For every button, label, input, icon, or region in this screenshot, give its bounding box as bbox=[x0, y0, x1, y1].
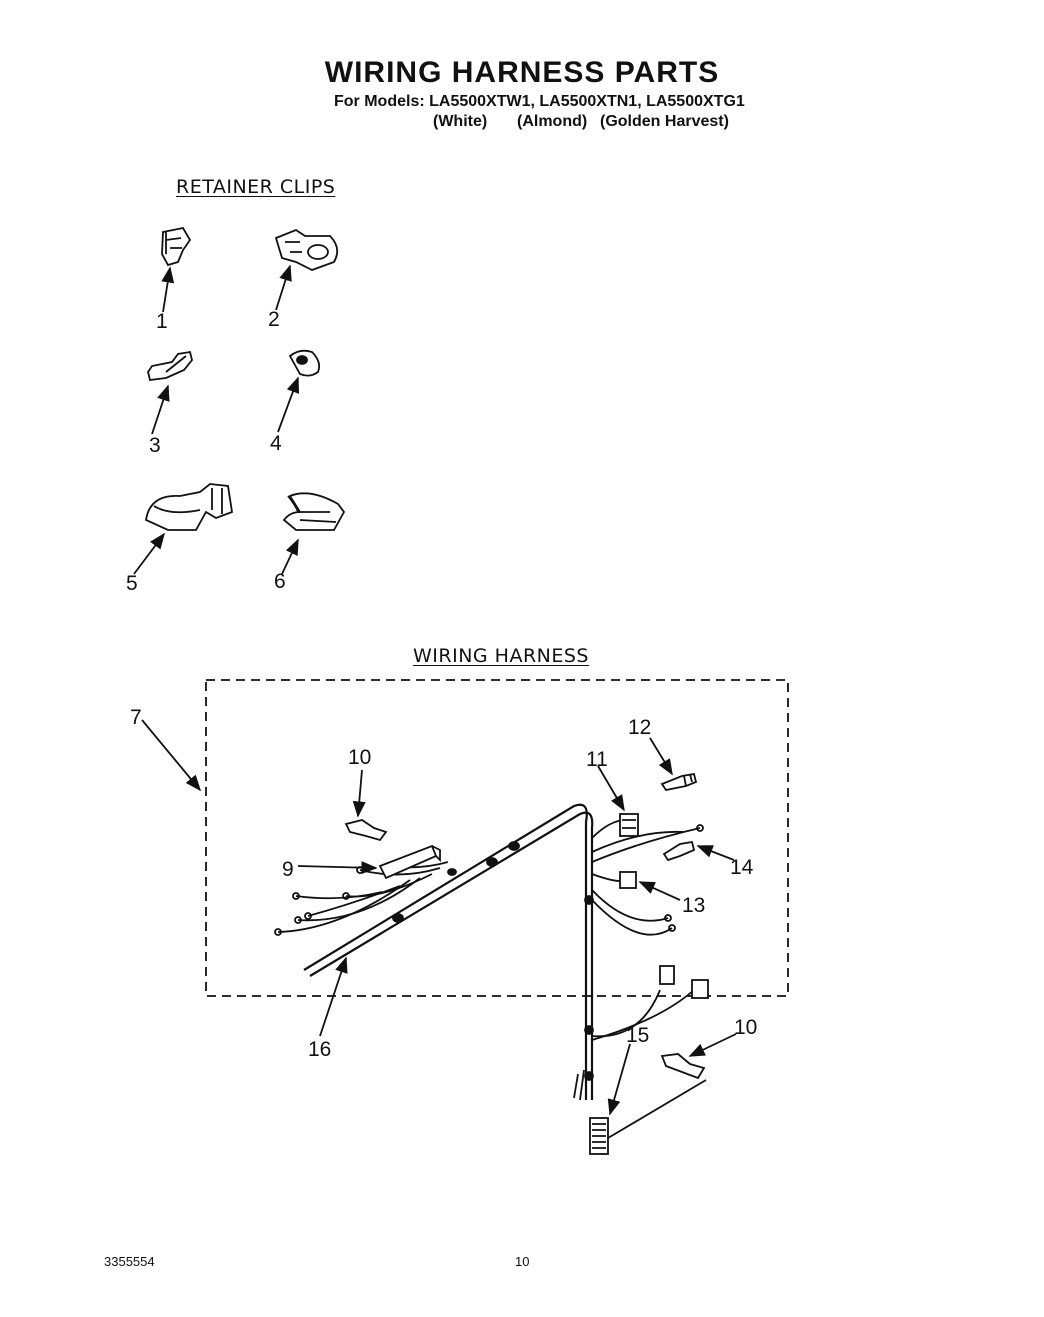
connector-15 bbox=[589, 1079, 707, 1155]
terminal-10-left bbox=[344, 819, 388, 842]
connector-13 bbox=[619, 871, 637, 889]
terminal-10-right bbox=[660, 1053, 706, 1080]
color-white: (White) bbox=[433, 113, 488, 130]
retainer-clip-2 bbox=[274, 228, 339, 271]
harness-box bbox=[205, 679, 789, 997]
models-line: For Models: LA5500XTW1, LA5500XTN1, LA55… bbox=[334, 93, 745, 110]
page-title: WIRING HARNESS PARTS bbox=[324, 56, 720, 89]
wiring-harness-7 bbox=[274, 803, 704, 1101]
callout-12: 12 bbox=[628, 716, 651, 739]
callout-2: 2 bbox=[268, 308, 280, 331]
callout-3: 3 bbox=[149, 434, 161, 457]
callout-15: 15 bbox=[626, 1024, 649, 1047]
retainer-clips-heading: RETAINER CLIPS bbox=[176, 176, 336, 198]
connector-11 bbox=[619, 813, 639, 837]
callout-16: 16 bbox=[308, 1038, 331, 1061]
callout-13: 13 bbox=[682, 894, 705, 917]
callout-4: 4 bbox=[270, 432, 282, 455]
callout-10-left: 10 bbox=[348, 746, 371, 769]
connector-9 bbox=[378, 844, 441, 880]
retainer-clip-3 bbox=[147, 350, 193, 381]
page-number: 10 bbox=[515, 1254, 530, 1269]
callout-5: 5 bbox=[126, 572, 138, 595]
color-golden-harvest: (Golden Harvest) bbox=[600, 113, 729, 130]
callout-14: 14 bbox=[730, 856, 754, 879]
retainer-clip-5 bbox=[145, 483, 234, 531]
color-almond: (Almond) bbox=[517, 113, 588, 130]
callout-9: 9 bbox=[282, 858, 294, 881]
wiring-harness-heading: WIRING HARNESS bbox=[413, 645, 589, 667]
connector-plug-upper bbox=[659, 965, 675, 985]
callout-11: 11 bbox=[586, 748, 608, 771]
terminal-14 bbox=[662, 840, 696, 862]
callout-10-right: 10 bbox=[734, 1016, 757, 1039]
connector-plug-lower bbox=[691, 979, 709, 999]
retainer-clip-1 bbox=[161, 226, 192, 267]
callout-1: 1 bbox=[156, 310, 168, 333]
terminal-12 bbox=[660, 772, 698, 792]
document-number: 3355554 bbox=[104, 1254, 155, 1269]
callout-6: 6 bbox=[274, 570, 286, 593]
retainer-clip-6 bbox=[282, 492, 346, 531]
callout-7: 7 bbox=[130, 706, 142, 729]
retainer-clip-4 bbox=[288, 349, 321, 377]
